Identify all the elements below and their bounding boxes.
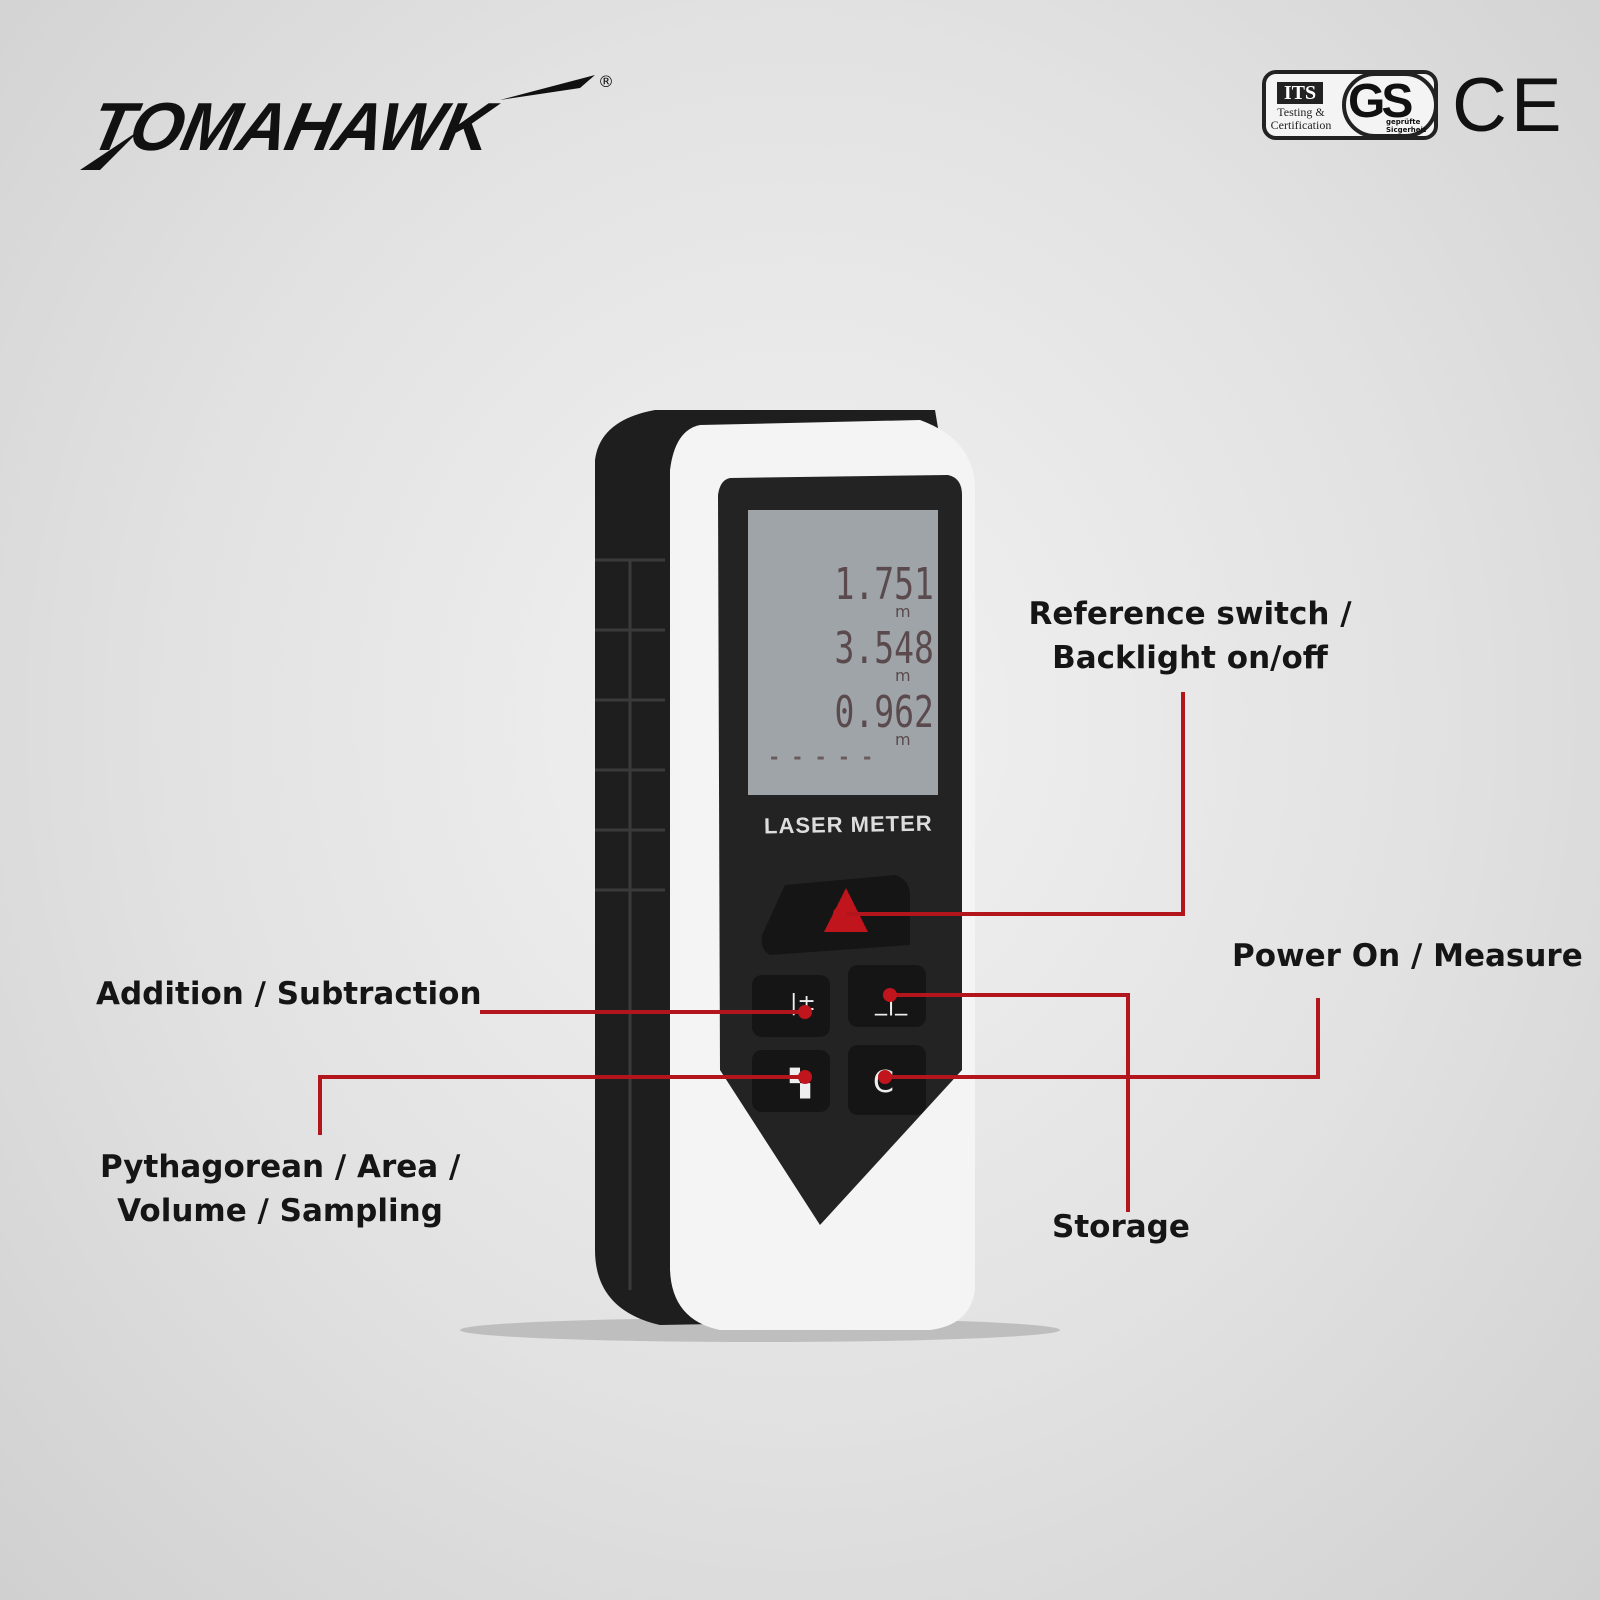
brand-logo — [80, 70, 620, 180]
lcd-dashes: - - - - - — [770, 745, 876, 769]
lcd-unit-1: m — [895, 602, 911, 621]
lcd-line-3: 0.962 — [834, 687, 934, 738]
ce-mark: CE — [1452, 63, 1566, 148]
gs-sub-2: Sicgerheit — [1386, 126, 1427, 134]
callout-reference-line2: Backlight on/off — [1052, 640, 1328, 676]
lcd-unit-3: m — [895, 730, 911, 749]
device-label: LASER METER — [763, 810, 933, 839]
its-logo: ITS — [1277, 82, 1323, 104]
add-subtract-button — [752, 975, 830, 1037]
callout-reference: Reference switch / Backlight on/off — [1010, 592, 1370, 680]
registered-mark: ® — [598, 72, 614, 91]
lcd-readings: 1.751 3.548 0.962 — [834, 553, 934, 745]
callout-pythagorean-line2: Volume / Sampling — [117, 1193, 443, 1229]
callout-pythagorean-line1: Pythagorean / Area / — [100, 1149, 461, 1185]
its-sub-2: Certification — [1270, 118, 1332, 132]
gs-badge — [1342, 72, 1438, 138]
function-button — [752, 1050, 830, 1112]
callout-storage: Storage — [1052, 1209, 1190, 1245]
lcd-units: m m m — [895, 580, 911, 772]
lcd-line-1: 1.751 — [834, 559, 934, 610]
callout-power: Power On / Measure — [1232, 938, 1583, 974]
its-subtitle: Testing &Certification — [1266, 106, 1336, 132]
its-sub-1: Testing & — [1277, 105, 1325, 119]
lcd-line-2: 3.548 — [834, 623, 934, 674]
laser-triangle-icon — [824, 888, 868, 932]
callout-reference-line1: Reference switch / — [1028, 596, 1352, 632]
callout-addition: Addition / Subtraction — [96, 976, 482, 1012]
gs-logo: GS — [1348, 75, 1413, 128]
callout-lines — [318, 692, 1320, 1212]
gs-sub-1: geprüfte — [1386, 118, 1421, 126]
callout-pythagorean: Pythagorean / Area / Volume / Sampling — [100, 1145, 460, 1233]
lcd-screen — [748, 510, 938, 795]
side-grip — [595, 558, 665, 1290]
lcd-unit-2: m — [895, 666, 911, 685]
